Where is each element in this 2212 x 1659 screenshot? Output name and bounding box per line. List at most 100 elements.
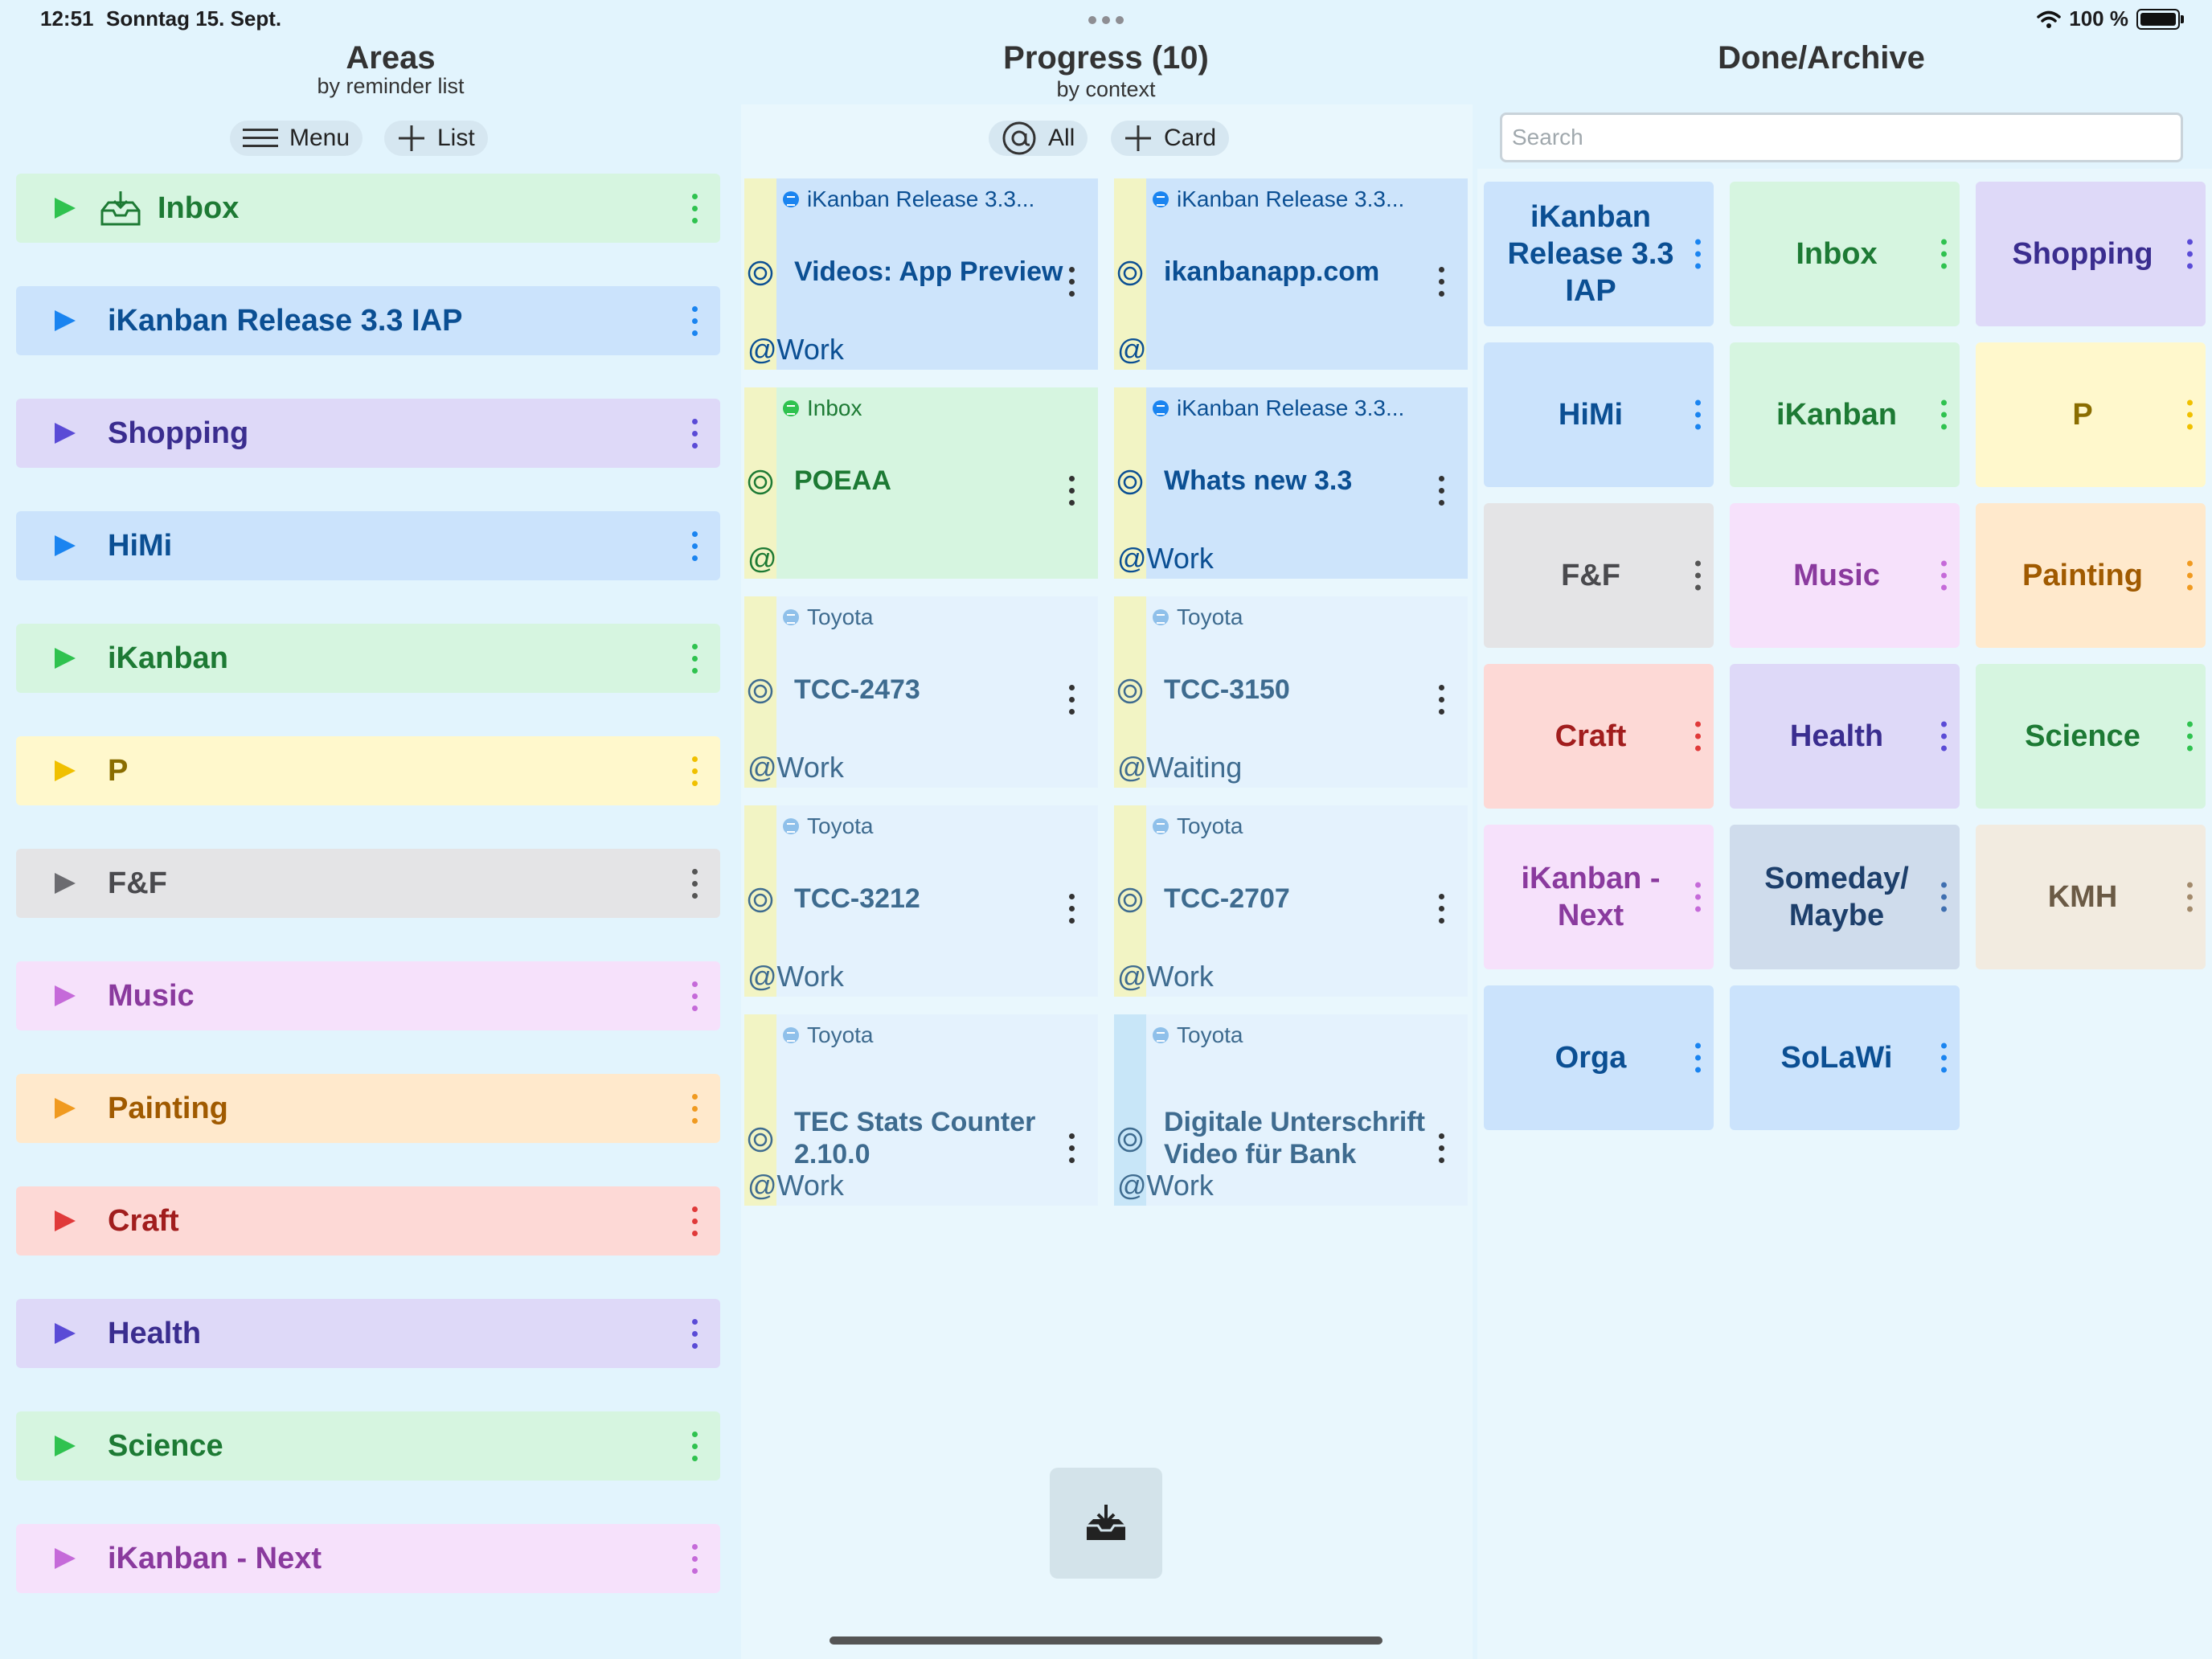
menu-button[interactable]: Menu [230,121,363,156]
progress-card[interactable]: iKanban Release 3.3...Videos: App Previe… [744,178,1098,370]
expand-triangle-icon[interactable] [55,1323,76,1344]
archive-tile[interactable]: Music [1730,503,1960,648]
more-options-icon[interactable] [2187,399,2193,430]
more-options-icon[interactable] [678,981,711,1011]
more-options-icon[interactable] [1439,1133,1444,1169]
more-options-icon[interactable] [1941,399,1947,430]
more-options-icon[interactable] [678,418,711,449]
archive-tile[interactable]: Inbox [1730,182,1960,326]
more-options-icon[interactable] [678,643,711,674]
archive-tile[interactable]: Painting [1976,503,2206,648]
more-options-icon[interactable] [1069,1133,1075,1169]
more-options-icon[interactable] [678,1093,711,1124]
area-row[interactable]: Inbox [16,174,720,243]
more-options-icon[interactable] [678,1318,711,1349]
more-options-icon[interactable] [1695,882,1701,912]
import-button[interactable] [1050,1468,1162,1579]
expand-triangle-icon[interactable] [55,1436,76,1456]
more-options-icon[interactable] [1069,685,1075,721]
more-options-icon[interactable] [1941,1043,1947,1073]
target-icon[interactable] [1117,1127,1143,1153]
more-options-icon[interactable] [1941,882,1947,912]
more-options-icon[interactable] [1695,560,1701,591]
expand-triangle-icon[interactable] [55,648,76,669]
more-options-icon[interactable] [1695,1043,1701,1073]
area-row[interactable]: F&F [16,849,720,918]
more-options-icon[interactable] [1941,721,1947,752]
more-options-icon[interactable] [1069,476,1075,512]
archive-tile[interactable]: iKanban - Next [1484,825,1714,969]
area-row[interactable]: iKanban - Next [16,1524,720,1593]
archive-tile[interactable]: F&F [1484,503,1714,648]
expand-triangle-icon[interactable] [55,198,76,219]
expand-triangle-icon[interactable] [55,760,76,781]
search-input[interactable]: Search [1500,113,2183,162]
target-icon[interactable] [748,260,773,286]
more-options-icon[interactable] [678,530,711,561]
archive-tile[interactable]: iKanban Release 3.3 IAP [1484,182,1714,326]
target-icon[interactable] [748,1127,773,1153]
archive-tile[interactable]: Craft [1484,664,1714,809]
area-row[interactable]: Music [16,961,720,1030]
archive-tile[interactable]: KMH [1976,825,2206,969]
filter-all-button[interactable]: All [989,121,1088,156]
progress-card[interactable]: iKanban Release 3.3...ikanbanapp.com@ [1114,178,1468,370]
more-options-icon[interactable] [1695,239,1701,269]
area-row[interactable]: iKanban [16,624,720,693]
expand-triangle-icon[interactable] [55,1098,76,1119]
target-icon[interactable] [748,887,773,913]
home-indicator[interactable] [830,1636,1382,1645]
expand-triangle-icon[interactable] [55,873,76,894]
area-row[interactable]: Painting [16,1074,720,1143]
more-options-icon[interactable] [1439,894,1444,930]
archive-tile[interactable]: Someday/ Maybe [1730,825,1960,969]
target-icon[interactable] [1117,260,1143,286]
target-icon[interactable] [1117,678,1143,704]
target-icon[interactable] [748,469,773,495]
archive-tile[interactable]: SoLaWi [1730,985,1960,1130]
expand-triangle-icon[interactable] [55,1548,76,1569]
area-row[interactable]: P [16,736,720,805]
archive-tile[interactable]: HiMi [1484,342,1714,487]
area-row[interactable]: Science [16,1411,720,1481]
more-options-icon[interactable] [1439,476,1444,512]
archive-tile[interactable]: Shopping [1976,182,2206,326]
more-options-icon[interactable] [2187,560,2193,591]
expand-triangle-icon[interactable] [55,535,76,556]
more-options-icon[interactable] [678,868,711,899]
more-options-icon[interactable] [1695,399,1701,430]
target-icon[interactable] [748,678,773,704]
expand-triangle-icon[interactable] [55,1210,76,1231]
more-options-icon[interactable] [2187,239,2193,269]
expand-triangle-icon[interactable] [55,423,76,444]
more-options-icon[interactable] [678,1431,711,1461]
area-row[interactable]: Shopping [16,399,720,468]
area-row[interactable]: HiMi [16,511,720,580]
target-icon[interactable] [1117,469,1143,495]
add-list-button[interactable]: List [384,121,488,156]
more-options-icon[interactable] [2187,721,2193,752]
archive-tile[interactable]: P [1976,342,2206,487]
expand-triangle-icon[interactable] [55,310,76,331]
more-options-icon[interactable] [1069,267,1075,303]
more-options-icon[interactable] [2187,882,2193,912]
progress-card[interactable]: iKanban Release 3.3...Whats new 3.3@Work [1114,387,1468,579]
more-options-icon[interactable] [1069,894,1075,930]
expand-triangle-icon[interactable] [55,985,76,1006]
area-row[interactable]: Craft [16,1186,720,1256]
more-options-icon[interactable] [678,1206,711,1236]
archive-tile[interactable]: Orga [1484,985,1714,1130]
add-card-button[interactable]: Card [1111,121,1230,156]
more-options-icon[interactable] [1439,685,1444,721]
archive-tile[interactable]: Health [1730,664,1960,809]
more-options-icon[interactable] [678,305,711,336]
more-options-icon[interactable] [678,193,711,223]
more-options-icon[interactable] [1941,239,1947,269]
